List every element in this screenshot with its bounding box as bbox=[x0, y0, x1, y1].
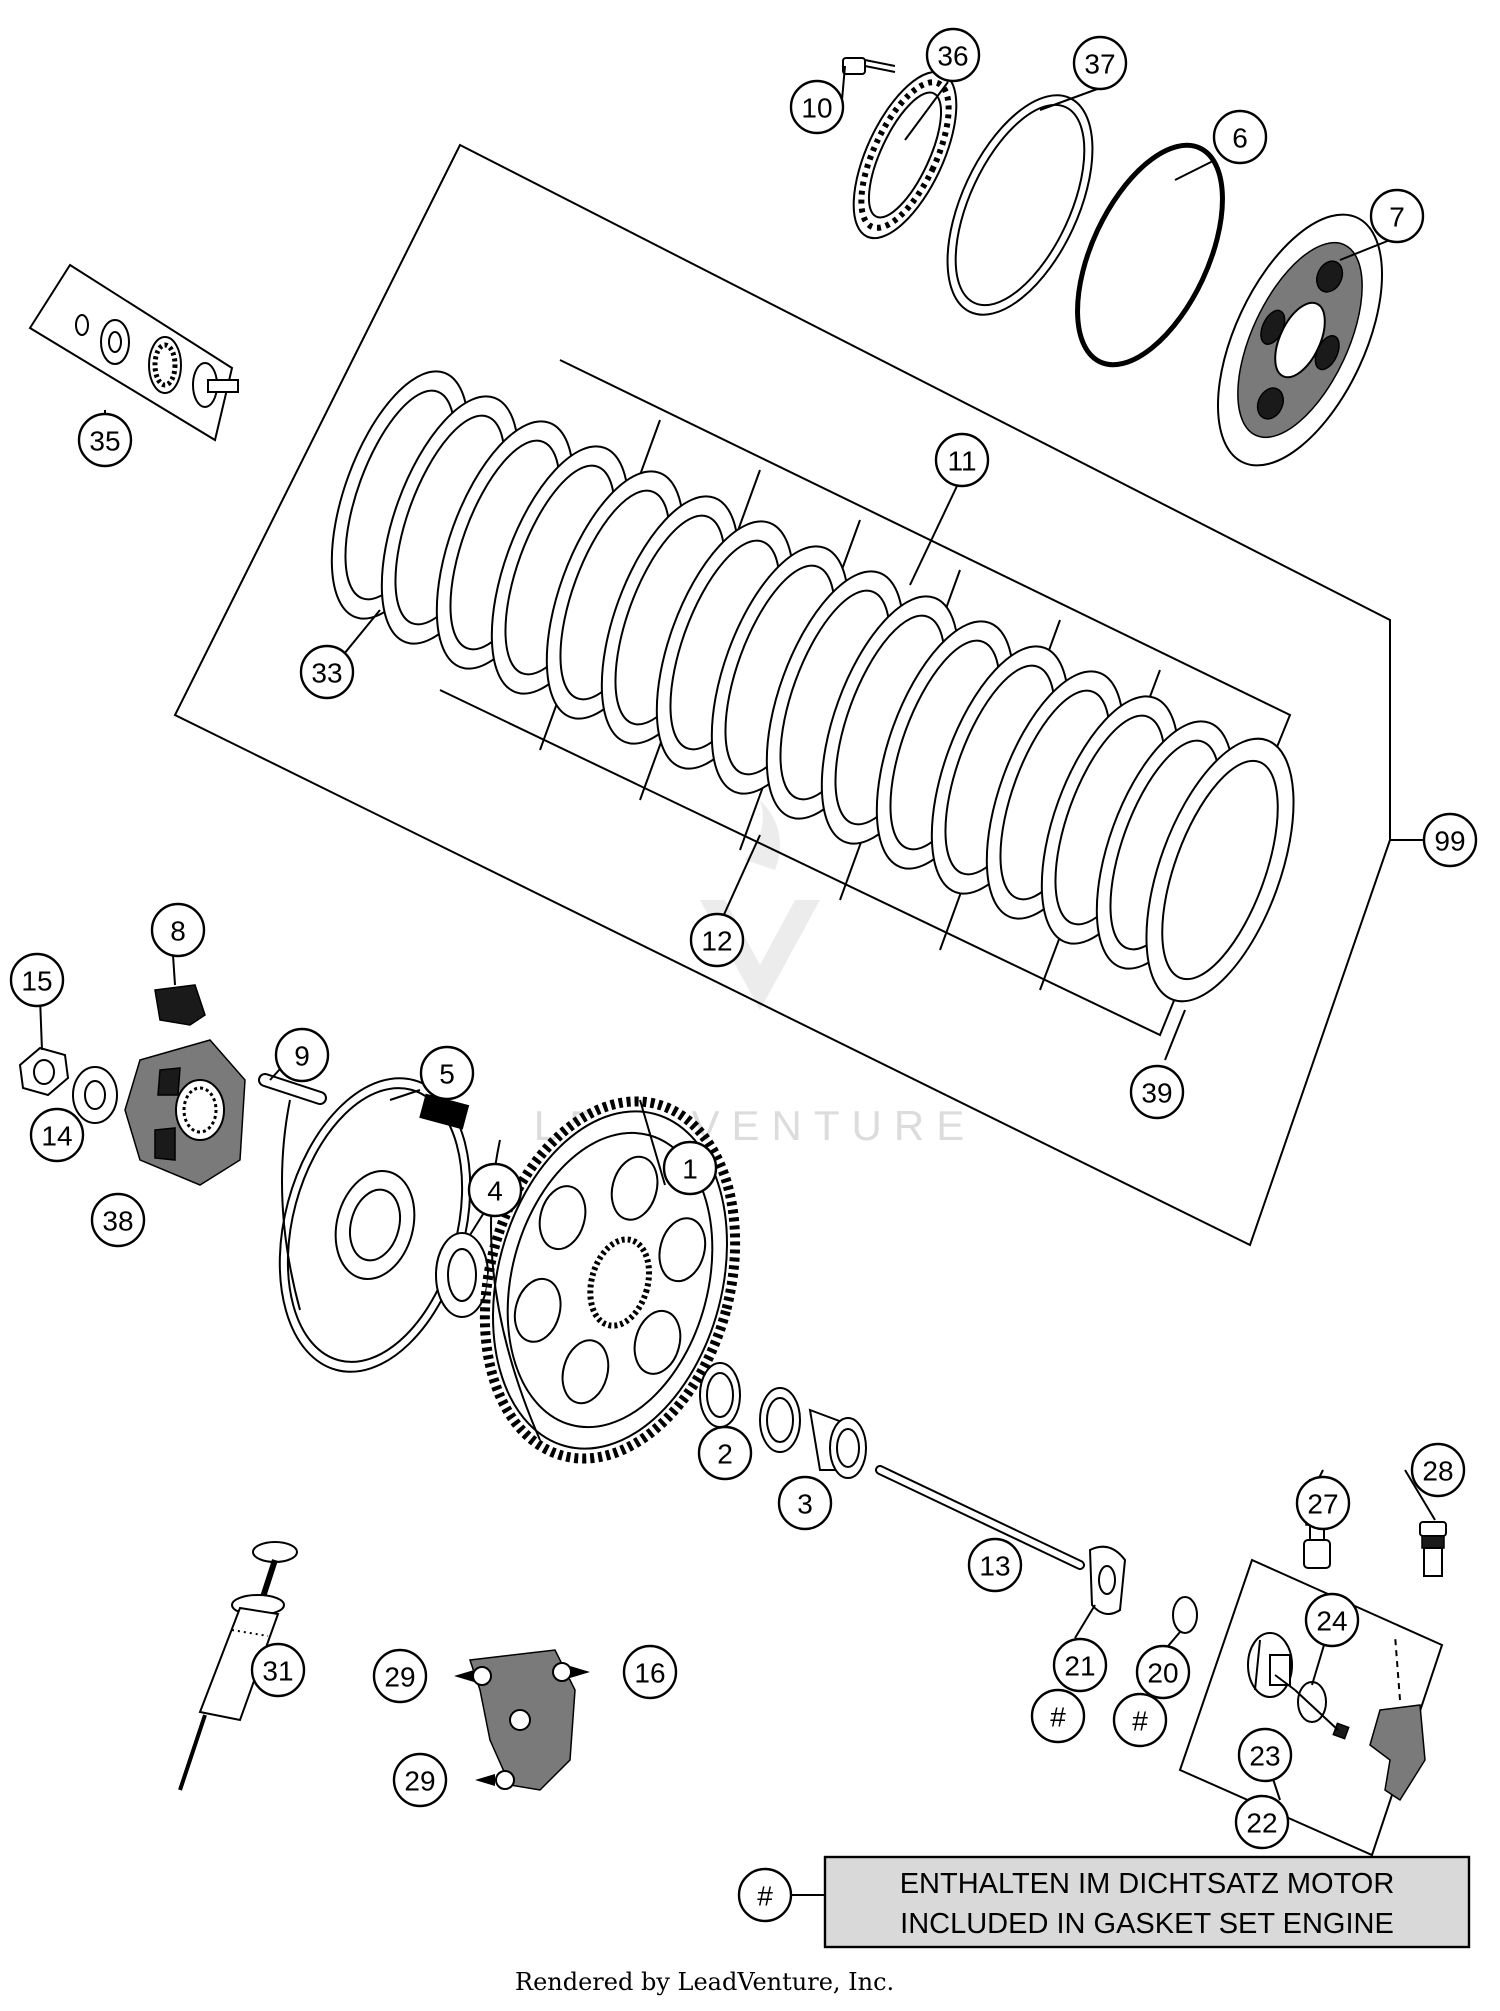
svg-text:10: 10 bbox=[801, 93, 832, 124]
svg-text:31: 31 bbox=[262, 1656, 293, 1687]
svg-text:23: 23 bbox=[1249, 1741, 1280, 1772]
callout-8: 8 bbox=[150, 902, 206, 958]
primary-gear-part bbox=[479, 1096, 741, 1464]
gasket-part bbox=[1088, 1545, 1127, 1615]
legend-line-en: INCLUDED IN GASKET SET ENGINE bbox=[900, 1908, 1394, 1940]
callout-39: 39 bbox=[1129, 1064, 1185, 1120]
svg-text:38: 38 bbox=[102, 1206, 133, 1237]
callout-14: 14 bbox=[29, 1107, 85, 1163]
bleed-cap-part bbox=[1419, 1521, 1447, 1577]
svg-text:1: 1 bbox=[682, 1154, 698, 1185]
dowel-pin-part bbox=[258, 1073, 327, 1105]
callout-22: 22 bbox=[1234, 1794, 1290, 1850]
footer-credit: Rendered by LeadVenture, Inc. bbox=[515, 1968, 894, 1996]
callout-31: 31 bbox=[250, 1642, 306, 1698]
release-housing-part bbox=[454, 1649, 590, 1791]
svg-text:6: 6 bbox=[1232, 123, 1248, 154]
svg-text:29: 29 bbox=[384, 1662, 415, 1693]
svg-text:7: 7 bbox=[1389, 202, 1405, 233]
nut-part bbox=[18, 1046, 70, 1097]
callout-1: 1 bbox=[662, 1140, 718, 1196]
clutch-plate-stack bbox=[330, 370, 1295, 1003]
callout-35: 35 bbox=[77, 412, 133, 468]
svg-text:8: 8 bbox=[170, 916, 186, 947]
callout-24: 24 bbox=[1304, 1592, 1360, 1648]
svg-text:#: # bbox=[757, 1881, 773, 1912]
svg-text:99: 99 bbox=[1434, 826, 1465, 857]
svg-text:12: 12 bbox=[701, 926, 732, 957]
callout-4: 4 bbox=[467, 1162, 523, 1218]
bushing-parts bbox=[699, 1362, 867, 1479]
callout-23: 23 bbox=[1237, 1727, 1293, 1783]
callout-15: 15 bbox=[9, 952, 65, 1008]
svg-text:15: 15 bbox=[21, 966, 52, 997]
callout-16: 16 bbox=[622, 1644, 678, 1700]
callout-5: 5 bbox=[419, 1045, 475, 1101]
callout-13: 13 bbox=[967, 1537, 1023, 1593]
callout-10: 10 bbox=[789, 79, 845, 135]
callout-99: 99 bbox=[1422, 812, 1478, 868]
svg-text:5: 5 bbox=[439, 1059, 455, 1090]
wire-ring-part bbox=[1075, 142, 1225, 368]
svg-text:39: 39 bbox=[1141, 1078, 1172, 1109]
callout-27: 27 bbox=[1295, 1475, 1351, 1531]
svg-text:#: # bbox=[1050, 1702, 1066, 1733]
svg-text:22: 22 bbox=[1246, 1808, 1277, 1839]
pressure-plate-part bbox=[1216, 213, 1384, 467]
callout-11: 11 bbox=[934, 432, 990, 488]
svg-text:33: 33 bbox=[311, 658, 342, 689]
svg-text:9: 9 bbox=[294, 1041, 310, 1072]
svg-text:16: 16 bbox=[634, 1658, 665, 1689]
callout-2: 2 bbox=[697, 1425, 753, 1481]
legend: # ENTHALTEN IM DICHTSATZ MOTOR INCLUDED … bbox=[737, 1855, 1471, 1949]
callout-21: 21 bbox=[1052, 1637, 1108, 1693]
svg-text:24: 24 bbox=[1316, 1606, 1347, 1637]
damper-block-part bbox=[154, 984, 206, 1026]
svg-text:13: 13 bbox=[979, 1551, 1010, 1582]
callout-12: 12 bbox=[689, 912, 745, 968]
svg-text:36: 36 bbox=[937, 41, 968, 72]
callout-20: 20 bbox=[1135, 1644, 1191, 1700]
svg-text:28: 28 bbox=[1422, 1456, 1453, 1487]
inner-hub-part bbox=[124, 1039, 246, 1186]
callout-28: 28 bbox=[1410, 1442, 1466, 1498]
svg-text:3: 3 bbox=[797, 1489, 813, 1520]
svg-text:2: 2 bbox=[717, 1439, 733, 1470]
callout-29-upper: 29 bbox=[372, 1648, 428, 1704]
callout-3: 3 bbox=[777, 1475, 833, 1531]
push-rod-part bbox=[875, 1465, 1085, 1570]
bolt-part bbox=[842, 57, 896, 75]
svg-text:27: 27 bbox=[1307, 1489, 1338, 1520]
callout-hash-21: # bbox=[1030, 1688, 1086, 1744]
callout-6: 6 bbox=[1212, 109, 1268, 165]
legend-symbol: # bbox=[737, 1867, 793, 1923]
callout-38: 38 bbox=[90, 1192, 146, 1248]
grease-syringe-part bbox=[178, 1541, 298, 1791]
svg-text:#: # bbox=[1132, 1706, 1148, 1737]
svg-text:14: 14 bbox=[41, 1121, 72, 1152]
callout-9: 9 bbox=[274, 1027, 330, 1083]
svg-text:4: 4 bbox=[487, 1176, 503, 1207]
svg-text:20: 20 bbox=[1147, 1658, 1178, 1689]
lock-washer-part bbox=[72, 1066, 118, 1124]
clutch-drum-part bbox=[278, 1077, 472, 1373]
callout-29-lower: 29 bbox=[392, 1752, 448, 1808]
callout-33: 33 bbox=[299, 644, 355, 700]
svg-text:11: 11 bbox=[947, 446, 976, 477]
o-ring-part bbox=[1172, 1596, 1198, 1634]
thrust-washer-part bbox=[435, 1232, 489, 1318]
legend-line-de: ENTHALTEN IM DICHTSATZ MOTOR bbox=[900, 1868, 1395, 1900]
svg-text:21: 21 bbox=[1064, 1651, 1095, 1682]
svg-text:35: 35 bbox=[89, 426, 120, 457]
callout-hash-20: # bbox=[1112, 1692, 1168, 1748]
legend-box bbox=[823, 1855, 1471, 1949]
callout-7: 7 bbox=[1369, 188, 1425, 244]
svg-text:29: 29 bbox=[404, 1766, 435, 1797]
callout-37: 37 bbox=[1072, 35, 1128, 91]
kit-35-box bbox=[28, 263, 239, 442]
svg-text:37: 37 bbox=[1084, 49, 1115, 80]
callout-36: 36 bbox=[925, 27, 981, 83]
